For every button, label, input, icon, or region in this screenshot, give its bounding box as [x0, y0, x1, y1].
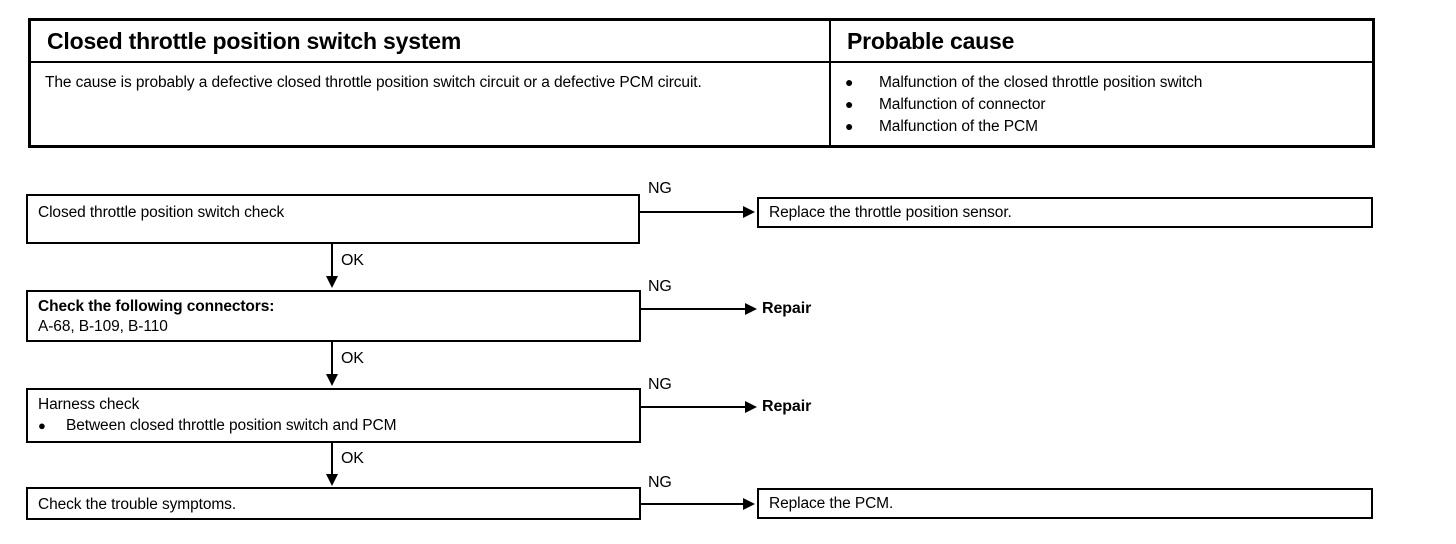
flow-step-2-ng-arrowhead — [745, 303, 757, 315]
flow-step-3-box: Harness check ● Between closed throttle … — [26, 388, 641, 443]
flow-step-1-ng-arrowhead — [743, 206, 755, 218]
table-body-row: The cause is probably a defective closed… — [31, 63, 1372, 145]
flow-step-1-title: Closed throttle position switch check — [38, 204, 285, 221]
flow-step-2-title: Check the following connectors: — [38, 298, 275, 315]
list-item: ● Malfunction of the PCM — [845, 116, 1202, 138]
probable-cause-title: Probable cause — [847, 27, 1015, 54]
header-cell-system: Closed throttle position switch system — [31, 21, 831, 61]
table-header-row: Closed throttle position switch system P… — [31, 21, 1372, 63]
flow-step-1-ng-result-box: Replace the throttle position sensor. — [757, 197, 1373, 228]
cause-description: The cause is probably a defective closed… — [45, 74, 702, 91]
flow-step-1-ng-line — [640, 211, 745, 213]
body-cell-causes: ● Malfunction of the closed throttle pos… — [831, 63, 1372, 145]
body-cell-description: The cause is probably a defective closed… — [31, 63, 831, 145]
flow-step-2-detail: A-68, B-109, B-110 — [38, 318, 168, 335]
flow-step-2-box: Check the following connectors: A-68, B-… — [26, 290, 641, 342]
flow-step-4-title: Check the trouble symptoms. — [38, 496, 237, 513]
flow-step-3-ng-result-label: Repair — [762, 398, 812, 415]
flow-step-1-ng-result-label: Replace the throttle position sensor. — [769, 203, 1012, 221]
flow-step-1-ng-label: NG — [648, 180, 672, 197]
header-cell-probable-cause: Probable cause — [831, 21, 1372, 61]
flow-ok-label-3: OK — [341, 450, 364, 467]
flow-ok-arrowhead-3 — [326, 474, 338, 486]
flow-ok-arrowhead-2 — [326, 374, 338, 386]
list-item: ● Malfunction of the closed throttle pos… — [845, 72, 1202, 94]
flow-step-2-ng-label: NG — [648, 278, 672, 295]
flow-step-4-ng-result-label: Replace the PCM. — [769, 494, 894, 512]
flow-step-4-ng-label: NG — [648, 474, 672, 491]
flow-ok-label-1: OK — [341, 252, 364, 269]
probable-cause-list: ● Malfunction of the closed throttle pos… — [831, 63, 1202, 138]
flow-step-4-box: Check the trouble symptoms. — [26, 487, 641, 520]
flow-step-4-ng-arrowhead — [743, 498, 755, 510]
bullet-icon: ● — [845, 118, 854, 134]
flow-step-4-ng-line — [641, 503, 745, 505]
flow-step-3-detail: Between closed throttle position switch … — [66, 417, 397, 434]
bullet-icon: ● — [845, 74, 854, 90]
flow-ok-label-2: OK — [341, 350, 364, 367]
flow-ok-line-2 — [331, 342, 333, 376]
flow-ok-line-3 — [331, 443, 333, 476]
flow-step-2-ng-line — [641, 308, 749, 310]
flow-step-2-ng-result-label: Repair — [762, 300, 812, 317]
flow-step-3-detail-item: ● Between closed throttle position switc… — [38, 417, 397, 435]
flow-ok-line-1 — [331, 244, 333, 278]
list-item-label: Malfunction of connector — [879, 96, 1046, 113]
symptom-table: Closed throttle position switch system P… — [28, 18, 1375, 148]
flow-step-3-ng-line — [641, 406, 749, 408]
flow-step-4-ng-result-box: Replace the PCM. — [757, 488, 1373, 519]
bullet-icon: ● — [845, 96, 854, 112]
flow-step-3-ng-arrowhead — [745, 401, 757, 413]
list-item-label: Malfunction of the PCM — [879, 118, 1038, 135]
flow-step-3-title: Harness check — [38, 396, 140, 413]
list-item-label: Malfunction of the closed throttle posit… — [879, 74, 1203, 91]
flow-step-3-ng-label: NG — [648, 376, 672, 393]
flow-ok-arrowhead-1 — [326, 276, 338, 288]
flow-step-1-box: Closed throttle position switch check — [26, 194, 640, 244]
system-title: Closed throttle position switch system — [47, 27, 462, 54]
list-item: ● Malfunction of connector — [845, 94, 1202, 116]
bullet-icon: ● — [38, 418, 46, 433]
